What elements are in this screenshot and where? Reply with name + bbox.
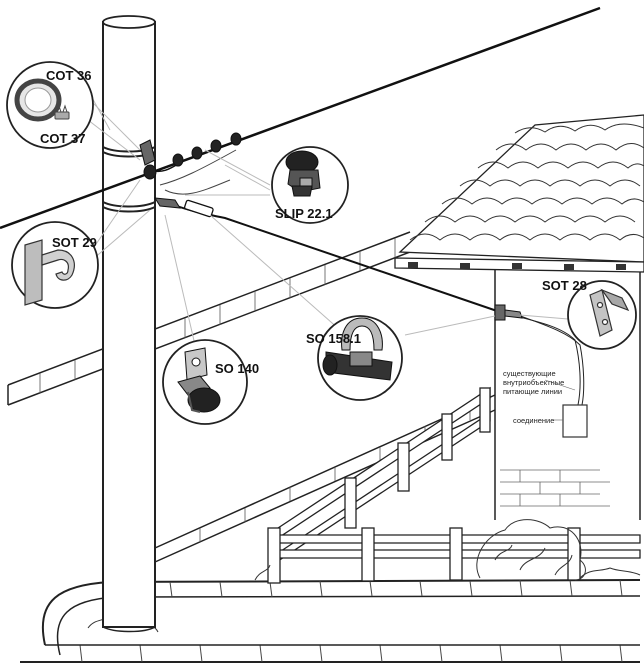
fence bbox=[267, 386, 641, 584]
utility-pole bbox=[102, 15, 156, 633]
annotations: существующие внутриобъектные питающие ли… bbox=[503, 369, 576, 425]
buckle-icon bbox=[54, 104, 70, 120]
annotation-existing-2: внутриобъектные bbox=[503, 378, 564, 387]
wall-hook-icon bbox=[24, 239, 75, 306]
anchor-clamp-icon bbox=[177, 347, 221, 413]
label-sot28: SOT 28 bbox=[542, 278, 587, 293]
label-cot37: COT 37 bbox=[40, 131, 86, 146]
sot29-callout: SOT 29 bbox=[11, 221, 99, 309]
label-so1581: SO 158.1 bbox=[306, 331, 361, 346]
sot28-callout: SOT 28 bbox=[542, 278, 637, 350]
front-wall bbox=[154, 394, 496, 563]
suspension-clamp-icon bbox=[285, 150, 321, 197]
main-line bbox=[0, 6, 601, 230]
callout-lines bbox=[84, 84, 581, 346]
label-sot29: SOT 29 bbox=[52, 235, 97, 250]
anchor-bracket bbox=[154, 197, 214, 218]
strain-clamp-icon bbox=[322, 317, 393, 381]
cot-callout: COT 36 COT 37 bbox=[6, 61, 94, 149]
house-roof bbox=[394, 114, 644, 273]
suspension-clamps bbox=[139, 132, 242, 195]
wall-bracket-icon bbox=[589, 288, 630, 337]
so140-callout: SO 140 bbox=[162, 339, 259, 425]
label-so140: SO 140 bbox=[215, 361, 259, 376]
annotation-existing-3: питающие линии bbox=[503, 387, 562, 396]
label-cot36: COT 36 bbox=[46, 68, 92, 83]
so1581-callout: SO 158.1 bbox=[306, 315, 403, 401]
house-attachment bbox=[494, 304, 523, 321]
annotation-existing-1: существующие bbox=[503, 369, 556, 378]
ground-curb bbox=[20, 579, 641, 663]
house-drop-line bbox=[499, 311, 581, 406]
slip-callout: SLIP 22.1 bbox=[271, 146, 349, 224]
junction-box bbox=[562, 404, 588, 438]
annotation-connection: соединение bbox=[513, 416, 554, 425]
label-slip221: SLIP 22.1 bbox=[275, 206, 333, 221]
